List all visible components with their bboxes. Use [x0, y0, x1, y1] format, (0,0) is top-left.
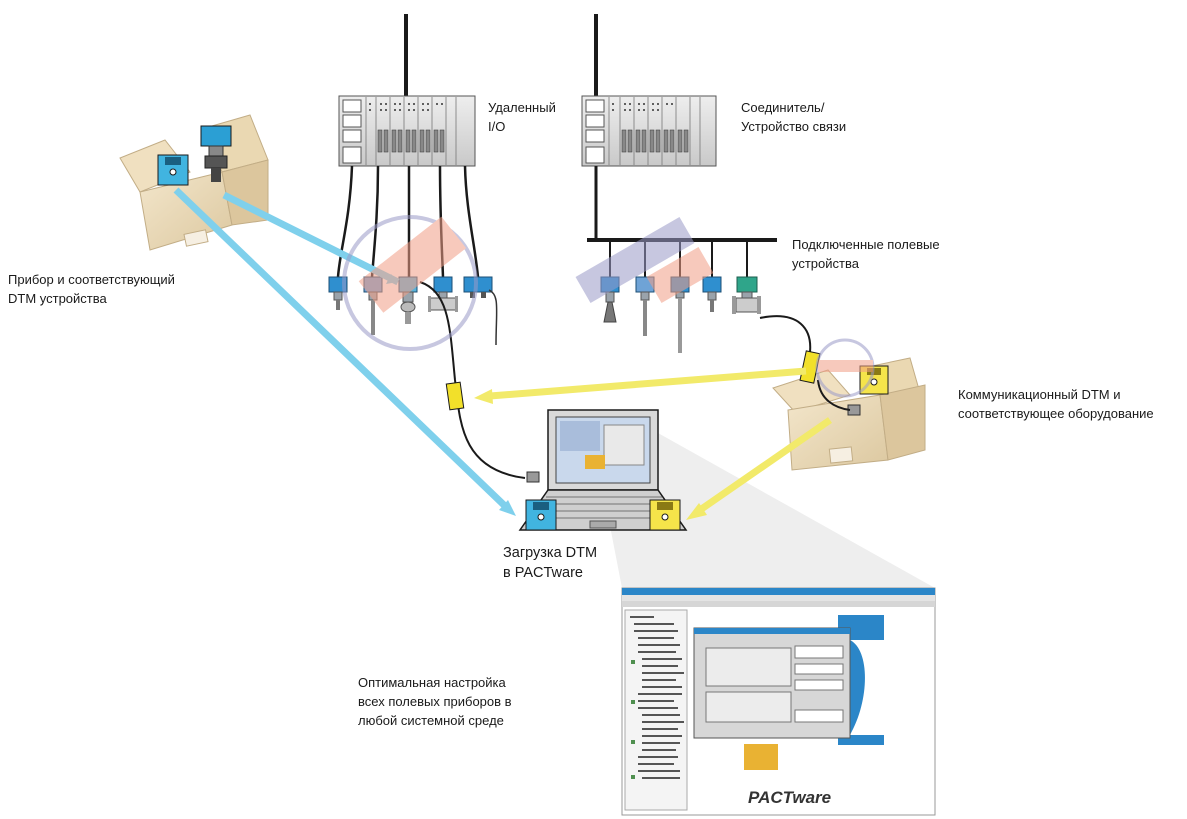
- pactware-screenshot: PACTware: [621, 587, 936, 816]
- comm-dtm-arrows: [474, 367, 832, 520]
- coupler-rack: [581, 95, 717, 167]
- device-dtm-arrows: [173, 187, 516, 516]
- remote-io-rack: [338, 95, 476, 167]
- label-load-dtm: Загрузка DTM в PACTware: [503, 545, 598, 581]
- label-field-devices: Подключенные полевые устройства: [792, 237, 940, 271]
- watermark-stamp-left: [342, 215, 478, 351]
- label-coupler: Соединитель/ Устройство связи: [741, 100, 847, 134]
- comm-box: [772, 350, 926, 471]
- device-box: [119, 114, 269, 251]
- comm-cable-out: [817, 379, 851, 411]
- screen-projection: [592, 433, 935, 588]
- device-in-box: [200, 125, 232, 182]
- device-bus-2: [635, 276, 655, 336]
- comm-cable-in: [759, 315, 812, 353]
- laptop-cable: [419, 281, 526, 479]
- pactware-logo: PACTware: [748, 788, 831, 807]
- watermark-stamp-right: [815, 338, 875, 398]
- device-floppy-blue: [157, 154, 189, 186]
- label-optimal-setup: Оптимальная настройка всех полевых прибо…: [358, 675, 512, 728]
- label-remote-io: Удаленный I/O: [488, 100, 556, 134]
- laptop: [518, 409, 688, 531]
- device-remote-5: [463, 276, 498, 346]
- device-bus-5: [732, 276, 761, 314]
- watermark-fieldbus: [575, 217, 714, 303]
- label-comm-dtm: Коммуникационный DTM и соответствующее о…: [958, 387, 1154, 421]
- laptop-connector: [445, 381, 465, 411]
- laptop-plug: [526, 471, 540, 483]
- device-bus-4: [702, 276, 722, 312]
- laptop-floppy-blue: [525, 499, 557, 531]
- label-device-dtm: Прибор и соответствующий DTM устройства: [8, 272, 175, 306]
- laptop-floppy-yellow: [649, 499, 681, 531]
- device-remote-4: [428, 276, 458, 312]
